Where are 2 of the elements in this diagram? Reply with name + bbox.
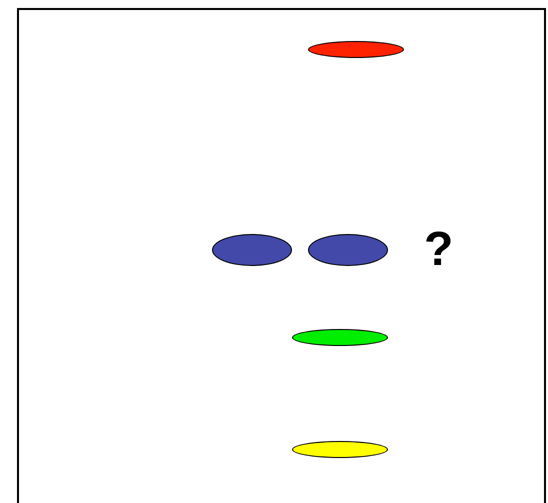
plate-frame [17, 8, 546, 503]
question-mark: ? [424, 226, 454, 274]
